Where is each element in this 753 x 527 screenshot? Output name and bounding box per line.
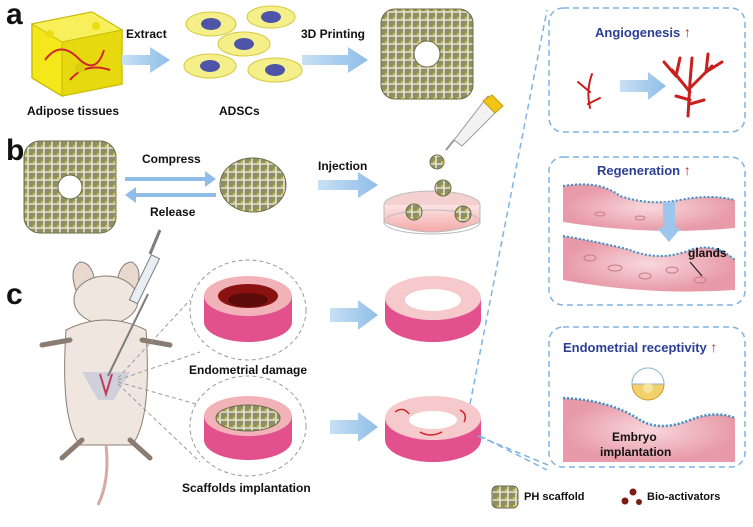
healed-endometrium-top bbox=[385, 276, 481, 342]
adipose-tissues-label: Adipose tissues bbox=[27, 104, 120, 118]
bioactivator-legend-label: Bio-activators bbox=[647, 491, 721, 503]
injection-syringe bbox=[445, 94, 504, 151]
panel-label-a: a bbox=[6, 0, 23, 31]
implantation-label: implantation bbox=[600, 445, 672, 459]
scaffold-expanded bbox=[23, 140, 117, 234]
culture-dish bbox=[383, 154, 481, 235]
bioactivator-legend-icon bbox=[621, 488, 642, 505]
release-arrow bbox=[125, 187, 216, 203]
mouse-illustration bbox=[39, 261, 173, 506]
receptive-endometrium bbox=[562, 396, 736, 462]
scaffold-legend-label: PH scaffold bbox=[524, 491, 585, 503]
scaffold-implanted-endometrium bbox=[204, 396, 292, 460]
adsc-cells bbox=[183, 5, 303, 83]
receptivity-title: Endometrial receptivity ↑ bbox=[563, 339, 718, 355]
scaffold-legend-icon bbox=[491, 485, 519, 509]
increase-arrow-icon: ↑ bbox=[710, 339, 718, 355]
printing-arrow bbox=[302, 47, 368, 73]
embryo-icon bbox=[631, 367, 665, 401]
regeneration-title: Regeneration ↑ bbox=[597, 162, 691, 178]
healed-endometrium-bottom bbox=[385, 396, 481, 462]
zoom-connector-lines bbox=[117, 299, 201, 463]
glands-label: glands bbox=[688, 246, 727, 260]
damaged-endometrium bbox=[204, 276, 292, 342]
extract-label: Extract bbox=[126, 27, 167, 41]
printing-label: 3D Printing bbox=[301, 27, 366, 41]
printed-scaffold bbox=[380, 8, 474, 100]
embryo-label: Embryo bbox=[612, 430, 657, 444]
adipose-tissue-cube bbox=[30, 11, 124, 97]
outcome-connector-lines bbox=[469, 9, 549, 471]
regenerating-tissue bbox=[562, 183, 736, 292]
angiogenesis-title: Angiogenesis ↑ bbox=[595, 24, 691, 40]
damage-zoom-circle bbox=[189, 259, 307, 361]
adscs-label: ADSCs bbox=[219, 104, 260, 118]
scaffolds-implantation-label: Scaffolds implantation bbox=[182, 481, 311, 495]
increase-arrow-icon: ↑ bbox=[683, 24, 691, 40]
panel-label-c: c bbox=[6, 278, 23, 311]
scaffold-compressed bbox=[219, 157, 287, 213]
extract-arrow bbox=[122, 47, 170, 73]
healing-arrow-bottom bbox=[330, 412, 378, 442]
increase-arrow-icon: ↑ bbox=[683, 162, 691, 178]
injection-label: Injection bbox=[318, 159, 368, 173]
compress-arrow bbox=[125, 171, 216, 187]
compress-label: Compress bbox=[142, 152, 201, 166]
angiogenesis-arrow bbox=[620, 72, 666, 100]
release-label: Release bbox=[150, 205, 196, 219]
endometrial-damage-label: Endometrial damage bbox=[189, 363, 308, 377]
healing-arrow-top bbox=[330, 300, 378, 330]
injection-arrow bbox=[318, 172, 378, 198]
implant-zoom-circle bbox=[189, 375, 307, 477]
vessel-growth bbox=[577, 52, 724, 118]
implant-syringe bbox=[107, 229, 162, 377]
panel-label-b: b bbox=[6, 134, 25, 167]
